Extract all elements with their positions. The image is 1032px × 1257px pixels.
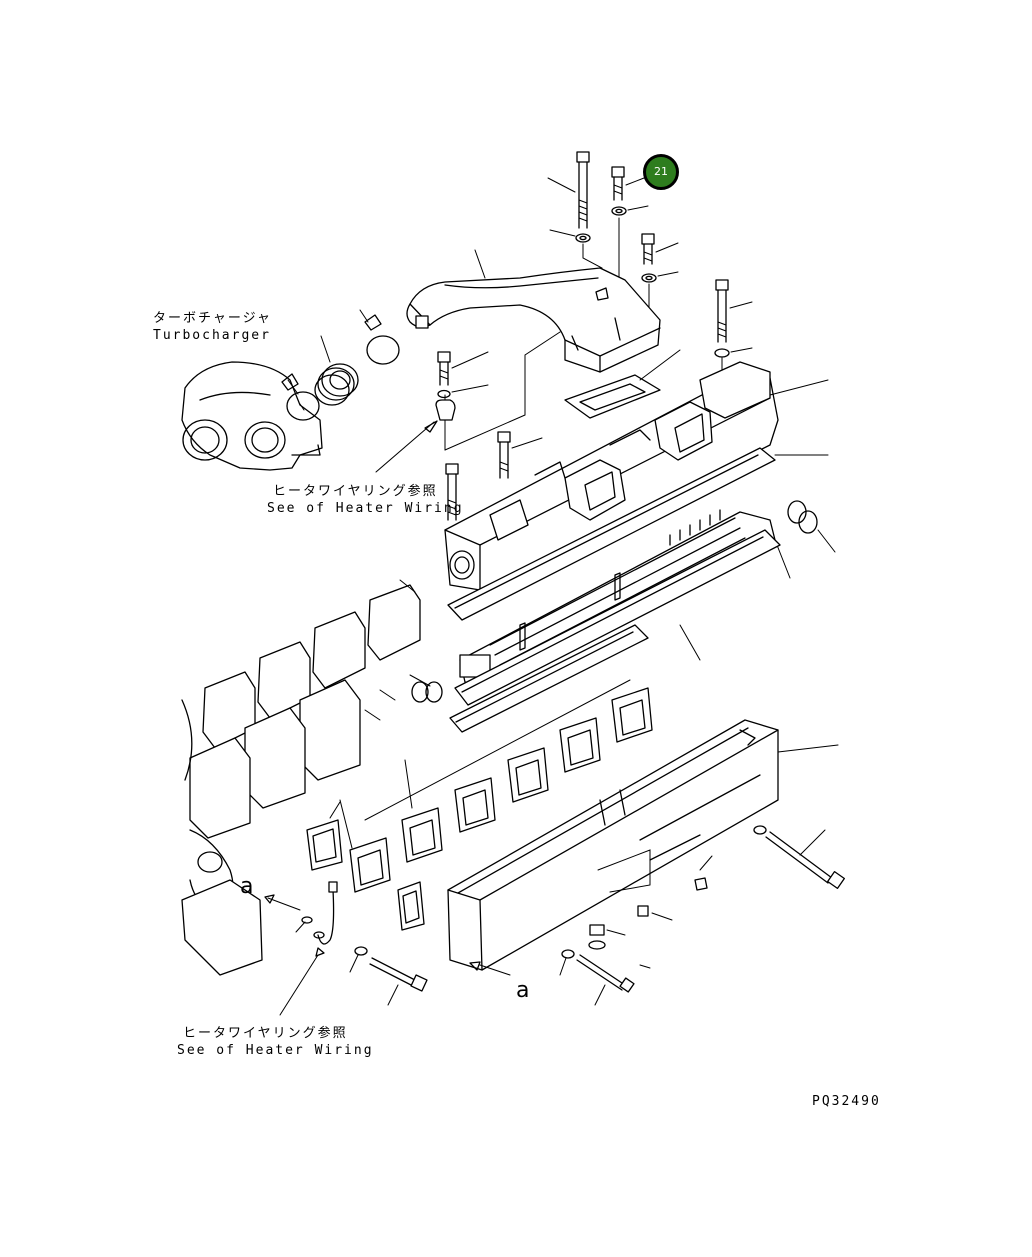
connector-hose <box>314 335 359 406</box>
lower-gasket-2 <box>409 624 649 733</box>
long-bolt-top <box>547 151 590 229</box>
clamp-bolt <box>375 351 489 473</box>
aftercooler <box>459 500 836 686</box>
turbocharger <box>181 361 323 471</box>
lower-gasket-1 <box>454 529 781 706</box>
manifold-bolt-1 <box>497 431 543 479</box>
heater-wiring-note-2-en: See of Heater Wiring <box>177 1043 374 1058</box>
elbow-gasket <box>564 349 681 419</box>
washer-21 <box>611 205 649 216</box>
callout-badge-21[interactable]: 21 <box>643 154 679 190</box>
clamp-ring-1 <box>281 373 320 421</box>
turbocharger-label-en: Turbocharger <box>153 328 271 343</box>
clamp-ring-2 <box>359 309 400 365</box>
reference-mark-a-right: a <box>516 978 530 1003</box>
drawing-number: PQ32490 <box>812 1094 881 1109</box>
heater-plates <box>339 679 653 893</box>
heater-cable <box>264 881 368 1016</box>
manifold-bolt-2 <box>445 463 459 521</box>
turbocharger-label-jp: ターボチャージャ <box>153 311 272 326</box>
washer-top-left <box>549 229 591 243</box>
cylinder-heads <box>181 579 421 976</box>
long-bolt-bottom-left <box>369 957 428 1006</box>
short-bolt-21 <box>611 166 645 201</box>
aftercooler-case <box>447 719 839 976</box>
reference-mark-a-left: a <box>240 874 254 899</box>
air-elbow <box>406 249 661 373</box>
small-fittings <box>559 849 713 1006</box>
intake-manifold <box>444 361 829 591</box>
upper-gasket <box>447 447 829 621</box>
heater-gaskets <box>306 801 425 931</box>
heater-wiring-note-2-jp: ヒータワイヤリング参照 <box>183 1026 348 1041</box>
bolt-right-small <box>641 233 679 283</box>
heater-wiring-note-1-en: See of Heater Wiring <box>267 501 464 516</box>
case-bolt-right <box>753 825 846 890</box>
heater-wiring-note-1-jp: ヒータワイヤリング参照 <box>273 484 438 499</box>
